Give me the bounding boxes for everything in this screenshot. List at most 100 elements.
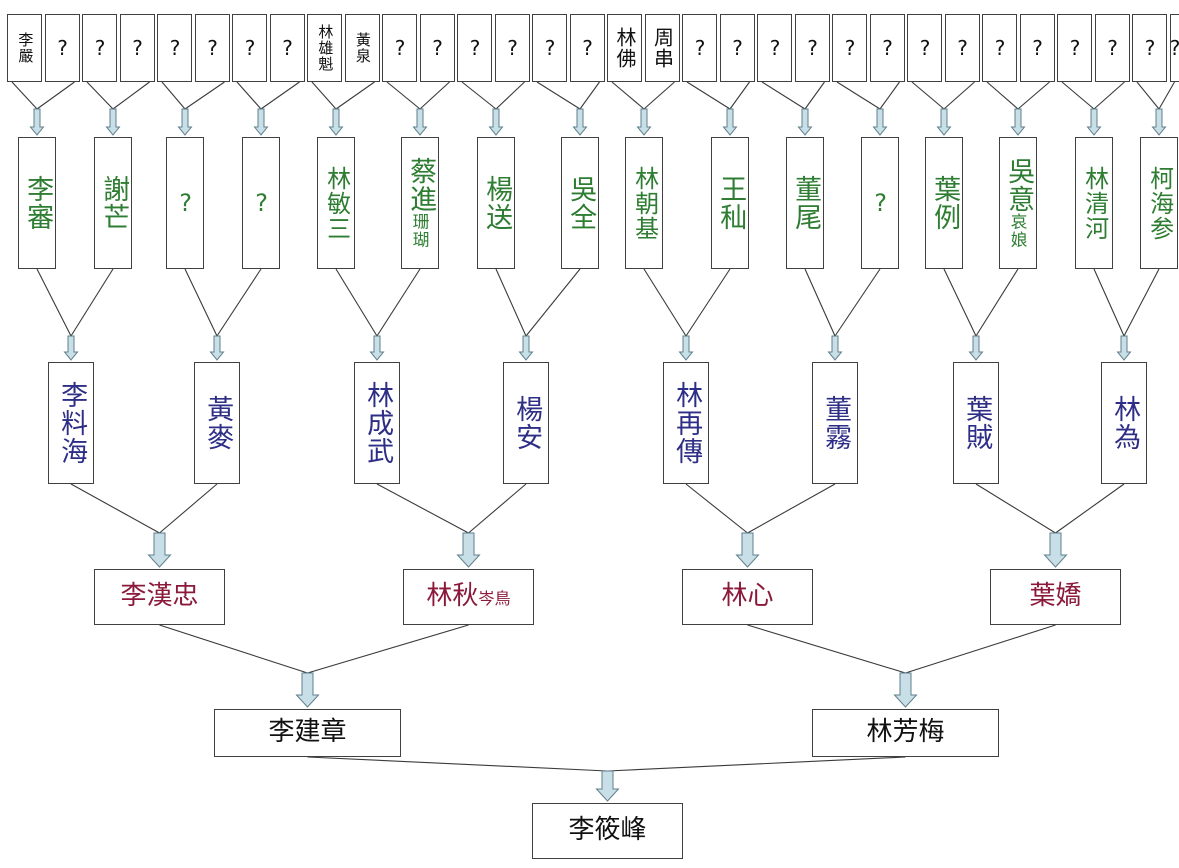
- person-box-gen2: 林為: [1101, 362, 1147, 484]
- person-box-gen5: 李筱峰: [532, 803, 683, 859]
- person-box-gen2: 李料海: [48, 362, 94, 484]
- person-box-gen0: ?: [832, 14, 867, 82]
- person-name: ?: [688, 35, 712, 61]
- parent-connector: [86, 81, 114, 110]
- down-arrow-icon: [722, 108, 738, 136]
- person-name: 黃泉: [353, 32, 372, 64]
- person-box-gen1: 吳意哀娘: [999, 137, 1037, 269]
- person-box-gen1: 蔡進珊瑚: [401, 137, 439, 269]
- person-box-gen0: ?: [907, 14, 942, 82]
- down-arrow-icon: [893, 672, 918, 708]
- parent-connector: [11, 81, 38, 110]
- person-name: ?: [171, 188, 200, 218]
- person-name: 蔡進: [405, 157, 437, 214]
- parent-connector: [1061, 81, 1095, 110]
- parent-connector: [525, 268, 581, 337]
- person-box-gen0: 李嚴: [7, 14, 42, 82]
- down-arrow-icon: [636, 108, 652, 136]
- person-name: ?: [388, 35, 412, 61]
- person-name: 楊安: [511, 395, 543, 451]
- parent-connector: [236, 81, 262, 110]
- person-name: ?: [1063, 35, 1087, 61]
- person-name: ?: [575, 35, 600, 61]
- parent-connector: [879, 81, 900, 110]
- down-arrow-icon: [1151, 108, 1167, 136]
- down-arrow-icon: [936, 108, 952, 136]
- down-arrow-icon: [518, 335, 534, 361]
- person-box-gen0: 黃泉: [344, 14, 380, 82]
- parent-connector: [943, 268, 977, 337]
- person-box-gen1: 董尾: [786, 137, 824, 269]
- person-box-gen0: 周串: [644, 14, 680, 82]
- parent-connector: [747, 624, 906, 674]
- person-name-note: 岑鳥: [478, 589, 511, 609]
- parent-connector: [260, 81, 300, 110]
- person-box-gen0: ?: [1019, 14, 1055, 82]
- person-name: ?: [800, 35, 825, 61]
- down-arrow-icon: [1116, 335, 1132, 361]
- parent-connector: [1158, 81, 1175, 110]
- person-box-gen2: 董霧: [812, 362, 858, 484]
- parent-connector: [468, 483, 527, 534]
- person-box-gen2: 黃麥: [194, 362, 240, 484]
- person-name: 林敏三: [322, 165, 351, 241]
- parent-connector: [911, 81, 945, 110]
- person-name: ?: [50, 35, 75, 61]
- parent-connector: [461, 81, 497, 110]
- person-name: 吳全: [565, 175, 597, 231]
- person-name: ?: [838, 35, 862, 61]
- person-box-gen0: ?: [944, 14, 980, 82]
- person-box-gen0: ?: [44, 14, 80, 82]
- parent-connector: [419, 81, 450, 110]
- parent-connector: [685, 268, 731, 337]
- parent-connector: [70, 268, 114, 337]
- person-box-gen0: ?: [494, 14, 530, 82]
- parent-connector: [70, 483, 160, 534]
- person-box-gen1: 吳全: [561, 137, 599, 269]
- person-box-gen1: 林朝基: [625, 137, 663, 269]
- parent-connector: [1017, 81, 1050, 110]
- parent-connector: [159, 483, 218, 534]
- parent-connector: [747, 483, 836, 534]
- person-name: 葉例: [929, 175, 961, 231]
- person-box-gen2: 林成武: [354, 362, 400, 484]
- parent-connector: [307, 624, 469, 674]
- person-name: ?: [163, 35, 187, 61]
- person-name: 董尾: [790, 175, 822, 231]
- person-box-gen0: 林佛: [607, 14, 642, 82]
- down-arrow-icon: [968, 335, 984, 361]
- person-box-gen0: ?: [982, 14, 1017, 82]
- down-arrow-icon: [735, 532, 760, 568]
- person-name: ?: [463, 35, 487, 61]
- parent-connector: [943, 81, 975, 110]
- person-box-gen0: ?: [569, 14, 605, 82]
- person-box-gen0: ?: [157, 14, 192, 82]
- person-name: 黃麥: [202, 395, 234, 451]
- person-name: ?: [1025, 35, 1050, 61]
- person-box-gen0: ?: [194, 14, 230, 82]
- person-name: 林雄魁: [316, 24, 335, 72]
- parent-connector: [905, 624, 1056, 674]
- parent-connector: [1136, 81, 1160, 110]
- person-name: 林芳梅: [866, 717, 945, 748]
- person-name: 林秋: [426, 581, 479, 612]
- down-arrow-icon: [63, 335, 79, 361]
- parent-connector: [1123, 268, 1160, 337]
- parent-connector: [36, 81, 75, 110]
- parent-connector: [685, 483, 748, 534]
- person-name: ?: [1163, 35, 1179, 61]
- person-box-gen0: ?: [1163, 14, 1179, 82]
- parent-connector: [386, 81, 421, 110]
- person-box-gen2: 林再傳: [663, 362, 709, 484]
- person-box-gen0: ?: [1057, 14, 1092, 82]
- person-name: 王秈: [715, 175, 747, 231]
- person-box-gen1: 林敏三: [317, 137, 355, 269]
- down-arrow-icon: [412, 108, 428, 136]
- parent-connector: [729, 81, 750, 110]
- person-box-gen0: 林雄魁: [307, 14, 342, 82]
- person-box-gen1: 林清河: [1075, 137, 1113, 269]
- person-box-gen3: 李漢忠: [94, 569, 225, 625]
- person-box-gen0: ?: [119, 14, 155, 82]
